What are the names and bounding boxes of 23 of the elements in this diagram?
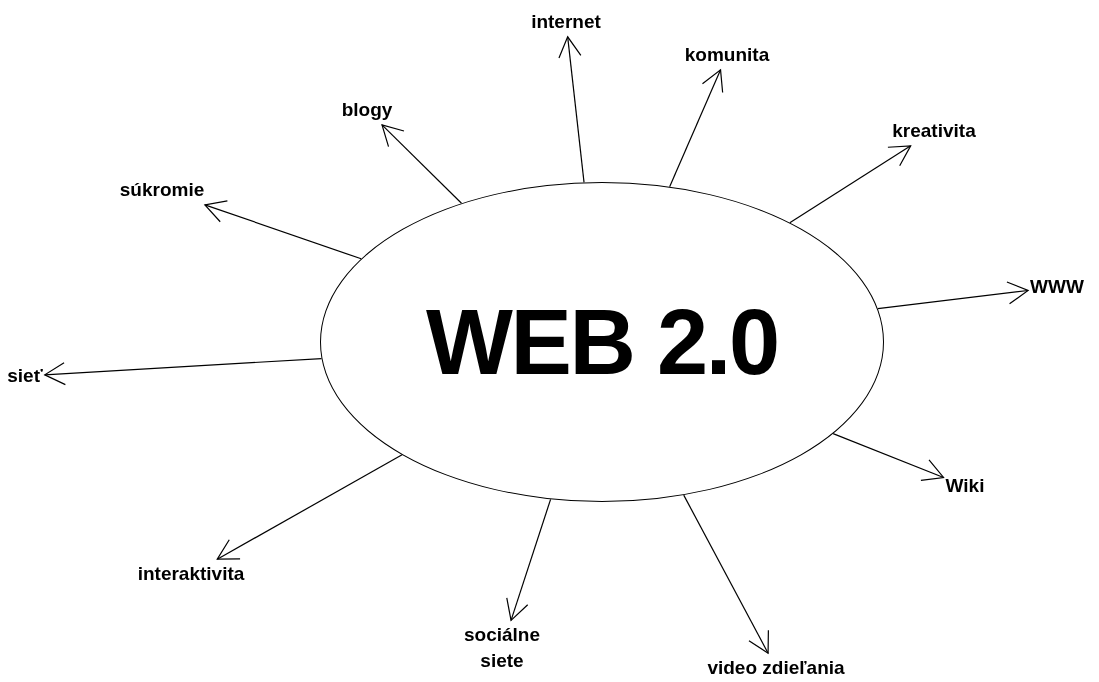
keyword-label: interaktivita — [137, 561, 245, 587]
keyword-label: WWW — [1030, 274, 1084, 300]
arrow — [44, 357, 323, 386]
arrow — [669, 69, 724, 188]
keyword-label: Wiki — [945, 473, 985, 499]
arrow — [789, 145, 912, 224]
arrow — [832, 433, 945, 481]
arrow — [683, 494, 769, 654]
keyword-label: internet — [531, 9, 601, 35]
keyword-label: súkromie — [119, 177, 205, 203]
keyword-label: sociálne siete — [457, 622, 547, 674]
keyword-label: video zdieľania — [707, 655, 845, 681]
arrow — [877, 281, 1029, 310]
arrow — [216, 454, 403, 560]
keyword-label: komunita — [684, 42, 770, 68]
keyword-label: kreativita — [892, 118, 976, 144]
title-text: WEB 2.0 — [426, 296, 778, 388]
arrow — [204, 200, 362, 260]
arrow — [506, 498, 552, 621]
keyword-label: blogy — [341, 97, 393, 123]
keyword-label: sieť — [7, 363, 43, 389]
arrow — [381, 124, 463, 204]
arrow — [558, 36, 585, 183]
